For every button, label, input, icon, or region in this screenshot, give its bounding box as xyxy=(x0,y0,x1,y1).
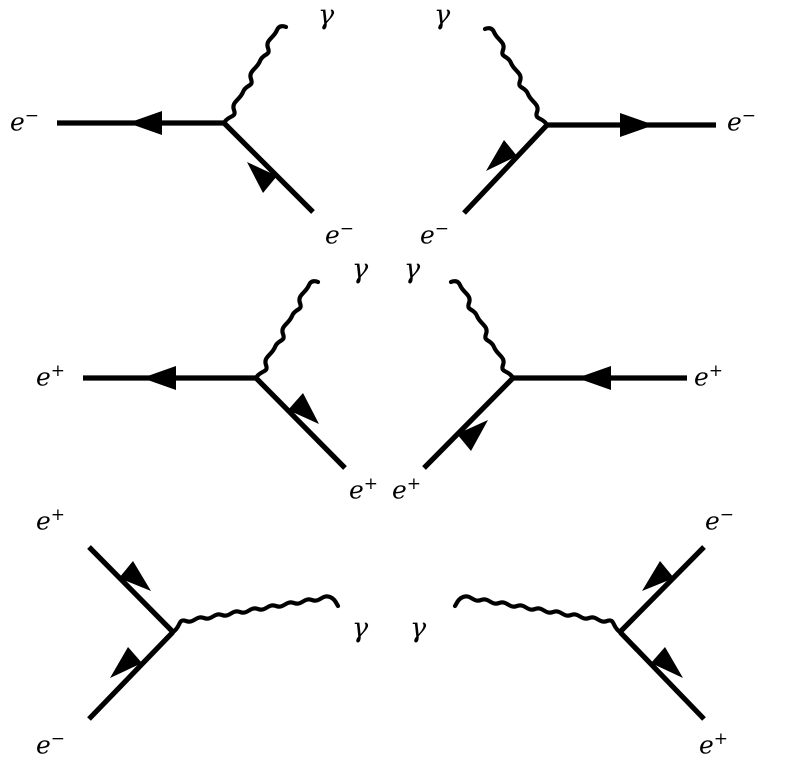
top-left-outgoing-electron-arrow xyxy=(247,162,277,193)
top-right-outgoing-electron-arrow xyxy=(620,113,654,137)
label-charge-minus: − xyxy=(24,106,40,126)
top-left-incoming-electron-arrow xyxy=(128,111,162,135)
top-right-photon-wavy xyxy=(482,26,550,128)
bottom-left-positron-arrow xyxy=(119,561,151,591)
label-charge-minus: − xyxy=(741,106,757,126)
label-particle-e: e xyxy=(36,730,51,760)
label-middle-left-positron: e+ xyxy=(36,361,66,392)
label-charge-plus: + xyxy=(363,474,379,494)
diagram-middle-left xyxy=(83,279,347,470)
label-top-right-incoming-electron: e− xyxy=(420,219,450,250)
middle-left-positron-arrow xyxy=(142,366,176,390)
label-particle-e: e xyxy=(392,475,407,505)
label-charge-plus: + xyxy=(708,361,724,381)
label-charge-plus: + xyxy=(713,729,729,749)
label-charge-plus: + xyxy=(50,361,66,381)
diagram-top-right xyxy=(462,26,716,215)
label-particle-e: e xyxy=(325,220,340,250)
middle-left-lower-positron-arrow xyxy=(288,393,319,424)
middle-right-photon-wavy xyxy=(448,279,516,381)
middle-left-photon-wavy xyxy=(253,279,321,381)
label-bottom-right-positron: e+ xyxy=(699,729,729,760)
bottom-right-electron-line xyxy=(618,545,706,634)
middle-left-lower-positron-line xyxy=(254,376,347,470)
diagram-bottom-right xyxy=(452,545,706,721)
middle-right-lower-positron-line xyxy=(422,376,515,470)
top-right-incoming-electron-line xyxy=(462,123,549,215)
label-charge-minus: − xyxy=(339,219,355,239)
top-left-outgoing-electron-line xyxy=(222,121,315,214)
bottom-left-positron-line xyxy=(87,545,175,634)
diagram-bottom-left xyxy=(87,545,341,721)
label-particle-e: e xyxy=(694,362,709,392)
label-charge-minus: − xyxy=(50,729,66,749)
label-particle-e: e xyxy=(349,475,364,505)
diagram-top-left xyxy=(57,24,315,214)
bottom-right-photon-wavy xyxy=(452,594,623,635)
label-middle-right-lower-positron: e+ xyxy=(392,474,422,505)
bottom-right-positron-line xyxy=(618,630,706,721)
label-bottom-right-electron: e− xyxy=(705,505,735,536)
bottom-left-electron-line xyxy=(87,630,175,721)
label-bottom-left-electron: e− xyxy=(36,729,66,760)
bottom-left-electron-arrow xyxy=(110,647,142,678)
label-particle-gamma: γ xyxy=(352,613,369,644)
label-charge-plus: + xyxy=(406,474,422,494)
label-particle-gamma: γ xyxy=(318,0,335,31)
label-particle-gamma: γ xyxy=(410,613,427,644)
top-left-photon-wavy xyxy=(221,24,289,126)
label-bottom-left-photon: γ xyxy=(352,615,368,642)
label-bottom-left-positron: e+ xyxy=(36,505,66,536)
label-particle-gamma: γ xyxy=(434,0,451,31)
middle-right-positron-arrow xyxy=(577,366,611,390)
diagram-middle-right xyxy=(422,279,687,470)
top-right-incoming-electron-arrow xyxy=(486,140,517,171)
label-middle-left-photon: γ xyxy=(352,256,368,283)
label-charge-plus: + xyxy=(50,505,66,525)
label-particle-gamma: γ xyxy=(352,254,369,285)
label-particle-e: e xyxy=(36,506,51,536)
label-particle-e: e xyxy=(699,730,714,760)
label-top-left-outgoing-electron: e− xyxy=(325,219,355,250)
label-particle-e: e xyxy=(705,506,720,536)
bottom-right-electron-arrow xyxy=(642,561,674,591)
label-middle-left-lower-positron: e+ xyxy=(349,474,379,505)
label-bottom-right-photon: γ xyxy=(410,615,426,642)
label-top-left-incoming-electron: e− xyxy=(10,106,40,137)
bottom-left-photon-wavy xyxy=(170,594,341,635)
label-particle-e: e xyxy=(36,362,51,392)
label-particle-gamma: γ xyxy=(404,254,421,285)
label-middle-right-positron: e+ xyxy=(694,361,724,392)
label-charge-minus: − xyxy=(434,219,450,239)
label-particle-e: e xyxy=(727,107,742,137)
middle-right-lower-positron-arrow xyxy=(457,420,488,451)
label-particle-e: e xyxy=(420,220,435,250)
label-top-left-photon: γ xyxy=(318,2,334,29)
label-charge-minus: − xyxy=(719,505,735,525)
label-middle-right-photon: γ xyxy=(404,256,420,283)
label-top-right-photon: γ xyxy=(434,2,450,29)
label-particle-e: e xyxy=(10,107,25,137)
bottom-right-positron-arrow xyxy=(651,647,683,678)
label-top-right-outgoing-electron: e− xyxy=(727,106,757,137)
